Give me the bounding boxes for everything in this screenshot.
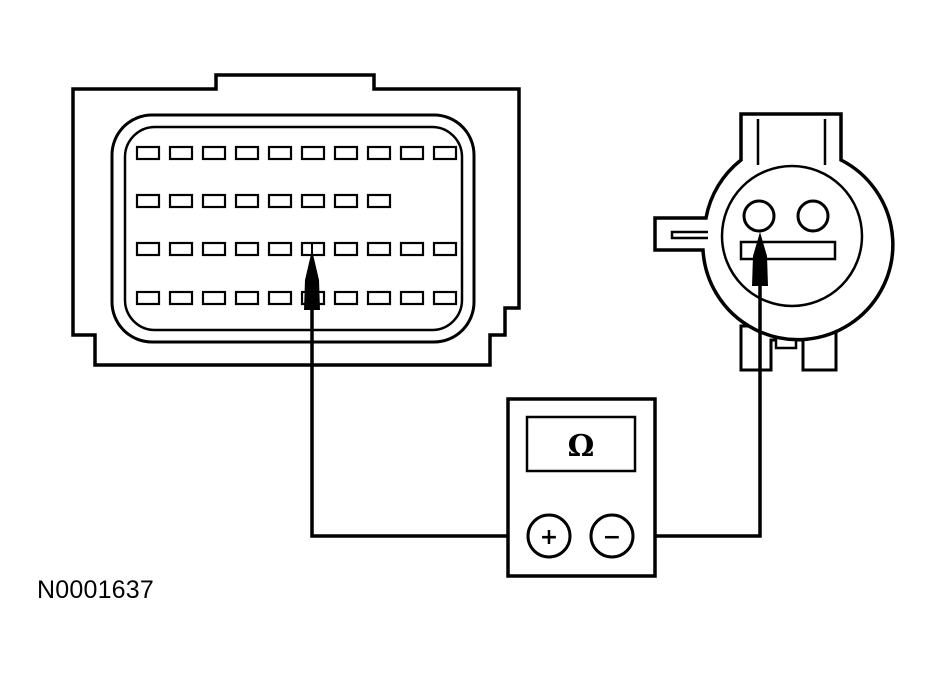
connector-pin-slot (432, 145, 458, 161)
sensor-pin-left (742, 199, 776, 233)
connector-pin-slot (267, 193, 293, 209)
connector-pin-slot (234, 241, 260, 257)
connector-pin-slot (168, 145, 194, 161)
sensor-inner-stem (756, 119, 827, 165)
sensor-pin-right (796, 199, 830, 233)
ohmmeter: Ω + − (506, 397, 657, 578)
negative-terminal-label: − (603, 525, 621, 550)
sensor-face-ring (720, 164, 864, 308)
ohm-symbol: Ω (568, 429, 595, 464)
positive-lead-wire (310, 308, 528, 538)
negative-lead-wire (632, 282, 762, 538)
multi-pin-connector (71, 73, 521, 367)
connector-shroud-inner (123, 125, 464, 332)
connector-pin-slot (267, 145, 293, 161)
connector-pin-slot (432, 241, 458, 257)
figure-id-label: N0001637 (37, 576, 154, 604)
connector-pin-slot (399, 290, 425, 306)
connector-pin-slot (366, 145, 392, 161)
connector-shroud-outer (110, 113, 476, 344)
connector-pin-slot (399, 145, 425, 161)
test-leads (304, 232, 768, 538)
connector-pin-slot (135, 193, 161, 209)
positive-probe-tip (304, 250, 320, 310)
connector-pin-slot (135, 145, 161, 161)
connector-pin-slot (234, 193, 260, 209)
connector-pin-slot (168, 193, 194, 209)
connector-pin-slot (300, 193, 326, 209)
connector-pin-slot (234, 290, 260, 306)
positive-terminal-label: + (540, 525, 558, 550)
connector-pin-slot (267, 290, 293, 306)
connector-pin-slot (300, 145, 326, 161)
negative-terminal (589, 513, 635, 559)
connector-pin-slot (333, 193, 359, 209)
ohmmeter-display (525, 415, 637, 473)
connector-pin-slot (333, 145, 359, 161)
connector-pin-slot (432, 290, 458, 306)
sensor-connector (653, 112, 895, 372)
connector-pin-slot (267, 241, 293, 257)
connector-pin-slot (135, 290, 161, 306)
negative-probe-tip (752, 232, 768, 286)
connector-pin-slot (201, 193, 227, 209)
connector-pin-slot (234, 145, 260, 161)
connector-pin-slot (201, 241, 227, 257)
sensor-key-slot (670, 230, 708, 240)
connector-pin-slot (333, 241, 359, 257)
connector-pin-slot (168, 290, 194, 306)
connector-pin-slot (366, 193, 392, 209)
connector-pin-slot (135, 241, 161, 257)
positive-terminal (526, 513, 572, 559)
connector-pin-slot (399, 241, 425, 257)
connector-pin-slot (201, 290, 227, 306)
connector-pin-slot (168, 241, 194, 257)
connector-pin-slot (366, 241, 392, 257)
connector-pin-slot (366, 290, 392, 306)
connector-pin-slot (201, 145, 227, 161)
connector-pin-slot (333, 290, 359, 306)
